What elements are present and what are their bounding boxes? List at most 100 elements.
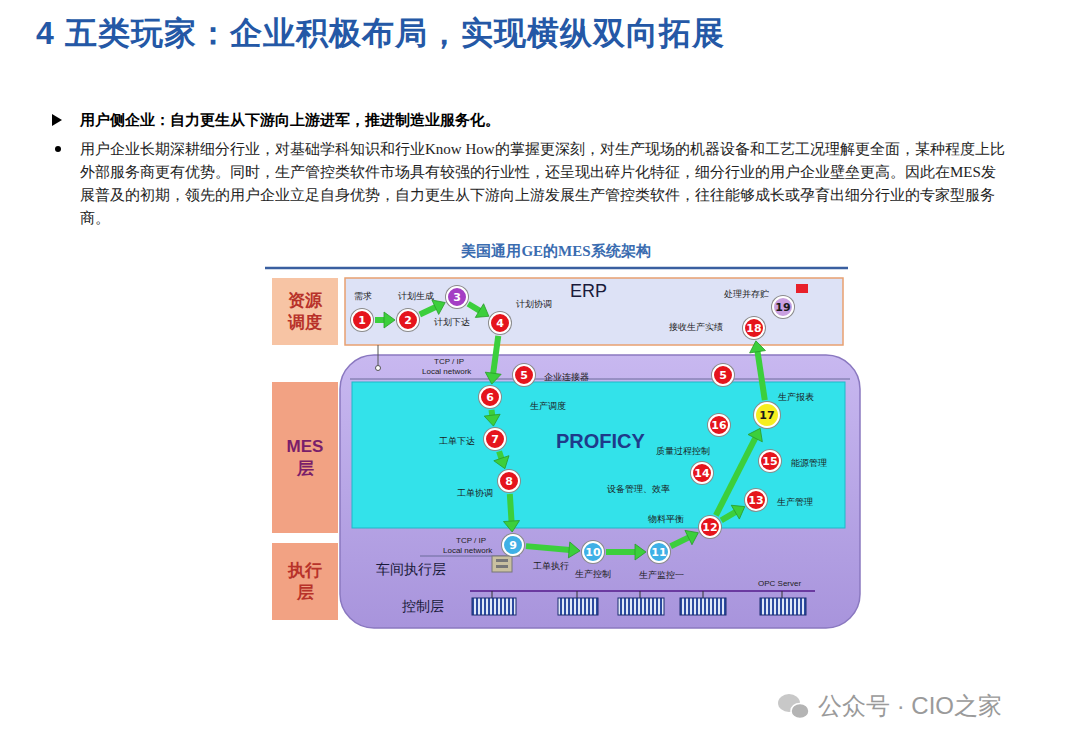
arrow-head bbox=[384, 312, 395, 328]
layer-band: 执行层 bbox=[272, 543, 338, 620]
arrow-head bbox=[748, 428, 762, 441]
server-icon bbox=[492, 556, 512, 572]
step-circle: 14设备管理、效率 bbox=[691, 462, 713, 484]
step-label: 生产调度 bbox=[530, 401, 566, 412]
wire-node bbox=[376, 366, 381, 371]
step-number: 2 bbox=[404, 314, 412, 327]
watermark: 公众号 · CIO之家 bbox=[818, 690, 1002, 722]
step-circle: 11生产监控一 bbox=[648, 541, 670, 563]
flow-arrow bbox=[721, 505, 745, 520]
arrow-head bbox=[731, 505, 745, 519]
step-circle: 10生产控制 bbox=[582, 541, 604, 563]
step-label: 生产报表 bbox=[778, 392, 814, 403]
arrow-head bbox=[750, 341, 766, 353]
step-circle: 2计划生成 bbox=[397, 309, 419, 331]
step-circle: 5 bbox=[712, 364, 734, 386]
step-label: 计划下达 bbox=[434, 317, 470, 328]
step-number: 9 bbox=[509, 539, 517, 552]
step-circle: 4计划协调 bbox=[489, 312, 511, 334]
step-label: 生产监控一 bbox=[639, 570, 684, 581]
step-label: 计划生成 bbox=[398, 291, 434, 302]
flow-arrow bbox=[485, 336, 501, 384]
layer-band: MES层 bbox=[272, 382, 338, 533]
network-label: TCP / IP bbox=[434, 357, 464, 366]
box-title: 执行层 bbox=[282, 560, 328, 604]
network-wire bbox=[350, 379, 850, 380]
arrow-shaft bbox=[468, 304, 480, 311]
arrow-shaft bbox=[493, 336, 498, 374]
arrow-shaft bbox=[757, 351, 764, 400]
step-number: 14 bbox=[694, 467, 709, 480]
flow-arrow bbox=[484, 410, 500, 426]
step-number: 5 bbox=[719, 369, 727, 382]
step-label: 工单下达 bbox=[439, 436, 475, 447]
step-label: 生产管理 bbox=[777, 497, 813, 508]
step-circle: 8工单协调 bbox=[498, 470, 520, 492]
body-text: 用户企业长期深耕细分行业，对基础学科知识和行业Know How的掌握更深刻，对生… bbox=[80, 138, 1005, 230]
bus-label: OPC Server bbox=[758, 579, 801, 588]
step-number: 8 bbox=[505, 475, 513, 488]
bullet-heading: 用户侧企业：自力更生从下游向上游进军，推进制造业服务化。 bbox=[80, 111, 500, 130]
arrow-shaft bbox=[526, 546, 570, 550]
network-wire bbox=[378, 345, 379, 368]
layer-label: 车间执行层 bbox=[376, 561, 446, 579]
step-number: 7 bbox=[491, 433, 499, 446]
band-fill bbox=[272, 278, 338, 345]
step-label: 质量过程控制 bbox=[656, 446, 710, 457]
step-circle: 12物料平衡 bbox=[699, 516, 721, 538]
step-circle: 16质量过程控制 bbox=[708, 414, 730, 436]
erp-fill bbox=[345, 278, 843, 345]
step-circle: 17生产报表 bbox=[754, 402, 780, 428]
step-label: 处理并存贮 bbox=[724, 289, 769, 300]
step-number: 10 bbox=[585, 546, 600, 559]
step-label: 接收生产实绩 bbox=[669, 322, 723, 333]
step-number: 13 bbox=[748, 494, 763, 507]
arrow-head bbox=[685, 530, 698, 544]
network-label: Local network bbox=[443, 546, 492, 555]
step-number: 6 bbox=[486, 391, 494, 404]
arrow-head bbox=[475, 304, 489, 318]
flow-arrow bbox=[606, 544, 646, 560]
flow-arrow bbox=[494, 451, 509, 468]
step-circle: 5企业连接器 bbox=[513, 364, 535, 386]
step-number: 3 bbox=[453, 291, 461, 304]
arrow-head bbox=[504, 521, 520, 532]
caption-rule bbox=[265, 267, 848, 270]
step-label: 企业连接器 bbox=[544, 372, 589, 383]
step-circle: 13生产管理 bbox=[745, 489, 767, 511]
step-circle: 15能源管理 bbox=[759, 450, 781, 472]
band-fill bbox=[272, 543, 338, 620]
control-units bbox=[472, 591, 806, 615]
arrow-head bbox=[635, 544, 646, 560]
network-label: TCP / IP bbox=[456, 536, 486, 545]
step-label: 工单协调 bbox=[457, 488, 493, 499]
arrow-shaft bbox=[721, 512, 736, 521]
step-circle: 7工单下达 bbox=[484, 428, 506, 450]
arrow-head bbox=[432, 300, 445, 314]
bullet-dot bbox=[55, 146, 61, 152]
step-circle: 6生产调度 bbox=[479, 386, 501, 408]
step-label: 计划协调 bbox=[516, 299, 552, 310]
control-bus bbox=[470, 590, 815, 592]
box-title: ERP bbox=[570, 281, 607, 302]
layer-band: 资源调度 bbox=[272, 278, 338, 345]
step-label: 设备管理、效率 bbox=[607, 484, 670, 495]
arrow-shaft bbox=[510, 494, 512, 522]
step-label: 工单执行 bbox=[533, 561, 569, 572]
layer-label: 控制层 bbox=[402, 598, 444, 616]
step-label: 需求 bbox=[354, 291, 372, 302]
step-number: 17 bbox=[759, 409, 774, 422]
flow-arrow bbox=[526, 542, 580, 558]
step-label: 生产控制 bbox=[575, 569, 611, 580]
step-circle: 18接收生产实绩 bbox=[743, 317, 765, 339]
box-title: PROFICY bbox=[556, 430, 645, 453]
step-circle: 9工单执行 bbox=[502, 534, 524, 556]
box-title: 资源调度 bbox=[282, 290, 328, 334]
wechat-icon bbox=[778, 694, 809, 719]
arrow-shaft bbox=[375, 317, 385, 323]
arrow-head bbox=[485, 372, 501, 384]
step-number: 1 bbox=[358, 314, 366, 327]
page-title: 4 五类玩家：企业积极布局，实现横纵双向拓展 bbox=[36, 12, 725, 56]
step-number: 4 bbox=[496, 317, 504, 330]
